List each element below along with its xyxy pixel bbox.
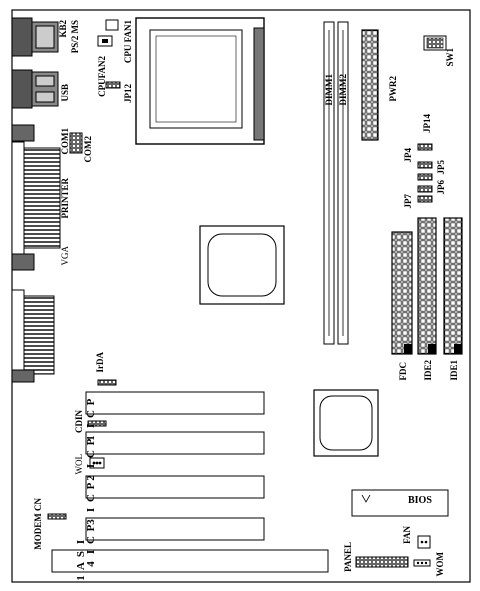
wol-label: WOL xyxy=(74,454,84,475)
modemcn-label: MODEM CN xyxy=(33,498,43,550)
ide2-header xyxy=(417,217,437,355)
north-bridge-chip xyxy=(199,225,285,305)
com1-label: COM1 xyxy=(60,128,70,155)
pwr2-connector xyxy=(361,29,379,141)
cpufan1-header xyxy=(105,19,119,31)
isa-slot-1 xyxy=(51,549,329,573)
cdin-header xyxy=(87,420,107,427)
dimm-slots xyxy=(323,21,349,345)
jp7-jumper xyxy=(417,195,433,203)
cpufan2-label: CPUFAN2 xyxy=(97,56,107,97)
bios-label: BIOS xyxy=(408,495,432,506)
jp4-label: JP4 xyxy=(403,148,413,163)
fan-label: FAN xyxy=(402,526,412,544)
printer-label: PRINTER xyxy=(60,178,70,219)
jp5-jumper xyxy=(417,173,433,181)
modemcn-header xyxy=(47,513,67,520)
com2-label: COM2 xyxy=(83,136,93,163)
pci-slot-1 xyxy=(85,391,265,415)
pci-slot-3 xyxy=(85,475,265,499)
vga-connector xyxy=(11,289,55,383)
jp12-jumper xyxy=(105,81,121,89)
com2-header xyxy=(69,132,83,154)
usb-label: USB xyxy=(60,84,70,102)
jp12-label: JP12 xyxy=(123,84,133,103)
irda-label: IrDA xyxy=(95,352,105,373)
pci-slot-2 xyxy=(85,431,265,455)
fdc-header xyxy=(391,231,413,355)
sw1-label: SW1 xyxy=(445,48,455,67)
jp7-label: JP7 xyxy=(403,194,413,209)
fan-header xyxy=(417,535,431,549)
com1-connector xyxy=(11,124,35,142)
cpu-socket xyxy=(135,17,265,145)
jp14-label: JP14 xyxy=(422,114,432,133)
vga-label: VGA xyxy=(60,246,70,266)
cpufan1-label: CPU FAN1 xyxy=(123,20,133,64)
wom-label: WOM xyxy=(435,552,445,577)
dimm1-label: DIMM1 xyxy=(324,74,334,106)
irda-header xyxy=(97,379,117,386)
pwr2-label: PWR2 xyxy=(388,76,398,102)
panel-header xyxy=(355,556,409,568)
ide2-label: IDE2 xyxy=(423,360,433,381)
ps2-connectors xyxy=(11,17,59,57)
panel-label: PANEL xyxy=(343,542,353,572)
ps2ms-label: PS/2 MS xyxy=(70,20,80,54)
jp5-label: JP5 xyxy=(436,160,446,175)
fdc-label: FDC xyxy=(398,362,408,381)
ide1-label: IDE1 xyxy=(449,360,459,381)
usb-connector xyxy=(11,69,59,109)
pci-slot-4 xyxy=(85,517,265,541)
printer-connector xyxy=(11,141,61,271)
bios-chip xyxy=(351,489,449,517)
kb2-label: KB2 xyxy=(58,20,68,38)
south-bridge-chip xyxy=(313,389,379,457)
jp14-jumper xyxy=(417,143,433,151)
jp6-jumper xyxy=(417,185,433,193)
cdin-label: CDIN xyxy=(74,410,84,434)
ide1-header xyxy=(443,217,463,355)
dimm2-label: DIMM2 xyxy=(338,74,348,106)
jp6-label: JP6 xyxy=(436,180,446,195)
sw1-dip-switch xyxy=(423,35,447,51)
jp4-jumper xyxy=(417,161,433,169)
